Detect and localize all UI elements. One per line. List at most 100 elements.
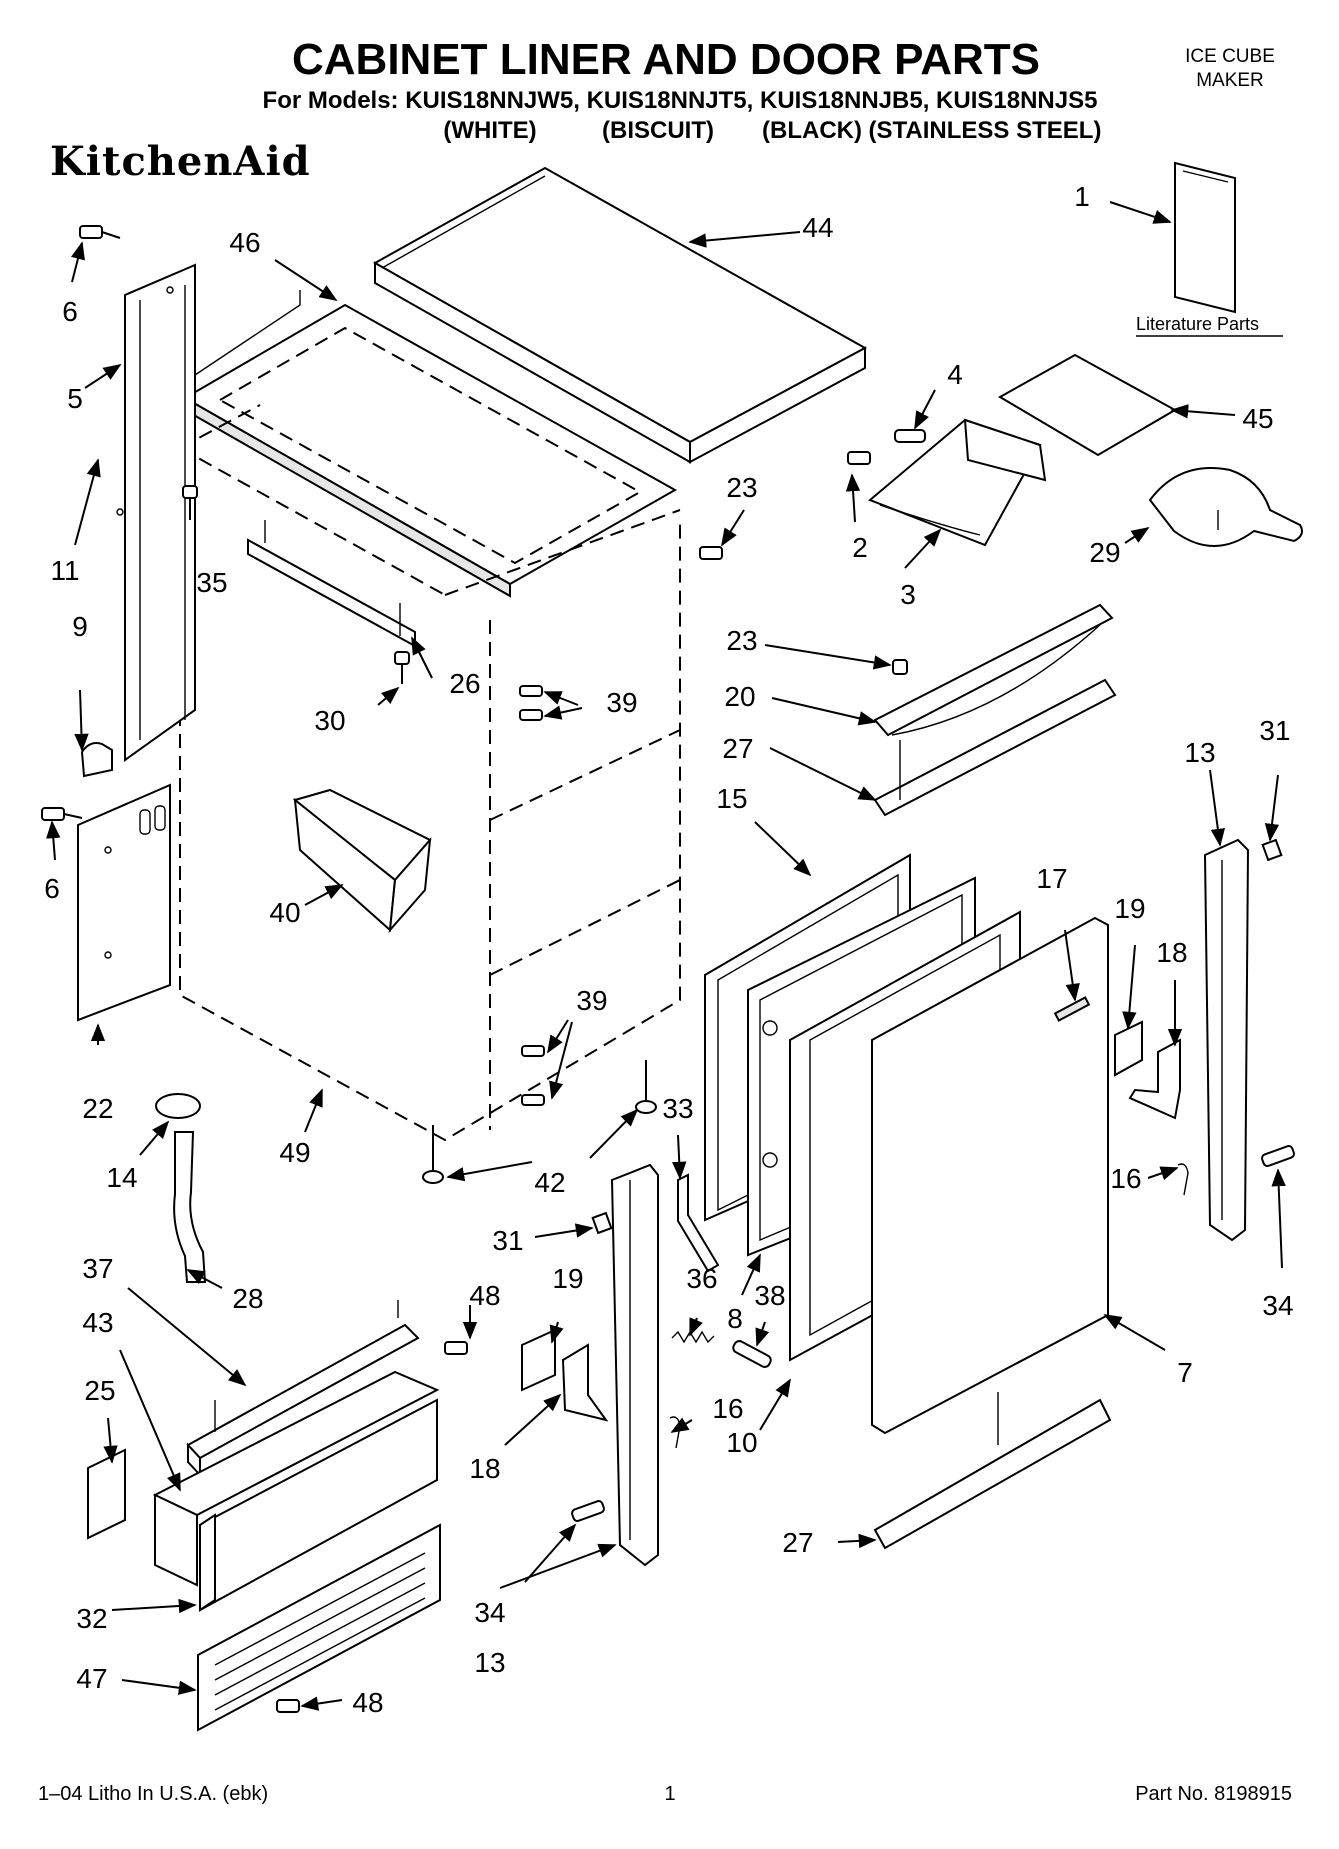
cotter-pin-16-right [1177, 1163, 1189, 1196]
clamp-14 [155, 1093, 201, 1119]
side-panel-5 [116, 263, 196, 762]
literature-part-1 [1174, 161, 1236, 314]
callout-17: 17 [1036, 863, 1067, 894]
hinge-plate-19-left [521, 1328, 556, 1392]
pin-38 [732, 1340, 772, 1368]
callout-25: 25 [84, 1375, 115, 1406]
bracket-33 [677, 1173, 720, 1273]
callout-48b: 48 [352, 1687, 383, 1718]
callout-37: 37 [82, 1253, 113, 1284]
callout-4: 4 [947, 359, 963, 390]
callout-3: 3 [900, 579, 916, 610]
clip-31-right [1261, 838, 1283, 862]
callout-40: 40 [269, 897, 300, 928]
spring-36 [671, 1330, 715, 1344]
callout-44: 44 [802, 212, 833, 243]
hinge-18-left [561, 1343, 609, 1422]
footer-part-number: Part No. 8198915 [1135, 1783, 1292, 1805]
callout-10: 10 [726, 1427, 757, 1458]
callout-14: 14 [106, 1162, 137, 1193]
callout-15: 15 [716, 783, 747, 814]
callout-22: 22 [82, 1093, 113, 1124]
callout-29: 29 [1089, 537, 1120, 568]
color-black: (BLACK) [762, 117, 862, 144]
callout-1: 1 [1074, 181, 1090, 212]
callout-36: 36 [686, 1263, 717, 1294]
callout-labels: 1 2 3 4 5 6 6 7 8 9 10 11 13 13 14 15 16… [44, 181, 1293, 1718]
callout-38: 38 [754, 1280, 785, 1311]
tray-40 [292, 788, 432, 934]
callout-26: 26 [449, 668, 480, 699]
door-strap-13-right [1203, 838, 1250, 1242]
screw-23-top [699, 546, 723, 560]
product-type-line1: ICE CUBE [1185, 46, 1275, 67]
callout-6a: 6 [62, 296, 78, 327]
callout-19a: 19 [1114, 893, 1145, 924]
callout-39a: 39 [606, 687, 637, 718]
deflector-3 [868, 418, 1047, 547]
door-cap-20 [873, 603, 1114, 737]
callout-31b: 31 [492, 1225, 523, 1256]
callout-31a: 31 [1259, 715, 1290, 746]
top-cover-44 [372, 166, 868, 464]
door-label-17 [1053, 996, 1091, 1022]
door-strap-13-left [610, 1163, 659, 1567]
callout-23a: 23 [726, 472, 757, 503]
screw-30 [394, 651, 410, 684]
color-white: (WHITE) [443, 117, 536, 144]
callout-32: 32 [76, 1603, 107, 1634]
callout-11: 11 [50, 555, 79, 586]
callout-18b: 18 [469, 1453, 500, 1484]
callout-5: 5 [67, 383, 83, 414]
clip-31-left [591, 1211, 613, 1235]
pivot-pin-34-left [571, 1500, 605, 1522]
callout-2: 2 [852, 532, 868, 563]
callout-18a: 18 [1156, 937, 1187, 968]
kickplate-32 [199, 1398, 438, 1612]
screw-48-top [444, 1341, 468, 1355]
callout-35: 35 [196, 567, 227, 598]
product-type-line2: MAKER [1196, 70, 1264, 91]
callout-42: 42 [534, 1167, 565, 1198]
callout-7: 7 [1177, 1357, 1193, 1388]
screw-23-bracket [892, 659, 908, 675]
page-title: CABINET LINER AND DOOR PARTS [292, 35, 1040, 84]
spacer-4 [894, 429, 926, 443]
callout-39b: 39 [576, 985, 607, 1016]
models-line: For Models: KUIS18NNJW5, KUIS18NNJT5, KU… [263, 87, 1098, 114]
callout-34a: 34 [1262, 1290, 1293, 1321]
screw-2 [847, 451, 871, 465]
pivot-pin-34-right [1261, 1145, 1295, 1167]
cabinet-liner-box [179, 404, 681, 1142]
side-panel-22 [77, 783, 171, 1022]
callout-23b: 23 [726, 625, 757, 656]
screw-6-bottom [41, 807, 83, 821]
callout-13a: 13 [1184, 737, 1215, 768]
hinge-18-right [1128, 1038, 1181, 1120]
clip-9 [80, 742, 113, 778]
footer-litho: 1–04 Litho In U.S.A. (ebk) [38, 1783, 268, 1805]
callout-28: 28 [232, 1283, 263, 1314]
rail-26 [247, 520, 416, 648]
callout-8: 8 [727, 1303, 743, 1334]
callout-16a: 16 [1110, 1163, 1141, 1194]
callout-27a: 27 [722, 733, 753, 764]
drain-tube-28 [173, 1131, 207, 1283]
callout-9: 9 [72, 611, 88, 642]
cotter-pin-16-left [669, 1416, 681, 1449]
callout-45: 45 [1242, 403, 1273, 434]
literature-label: Literature Parts [1136, 314, 1259, 334]
callout-16b: 16 [712, 1393, 743, 1424]
leveling-leg-42-left [422, 1125, 444, 1184]
callout-19b: 19 [552, 1263, 583, 1294]
callout-46: 46 [229, 227, 260, 258]
brand-logo: KitchenAid [50, 138, 311, 185]
callout-13b: 13 [474, 1647, 505, 1678]
leader-lines [46, 201, 1286, 1711]
leveling-leg-42-right [635, 1060, 657, 1114]
door-rail-27-top [873, 678, 1117, 817]
footer-page-number: 1 [664, 1783, 675, 1805]
insulation-43 [152, 1370, 440, 1587]
callout-6b: 6 [44, 873, 60, 904]
